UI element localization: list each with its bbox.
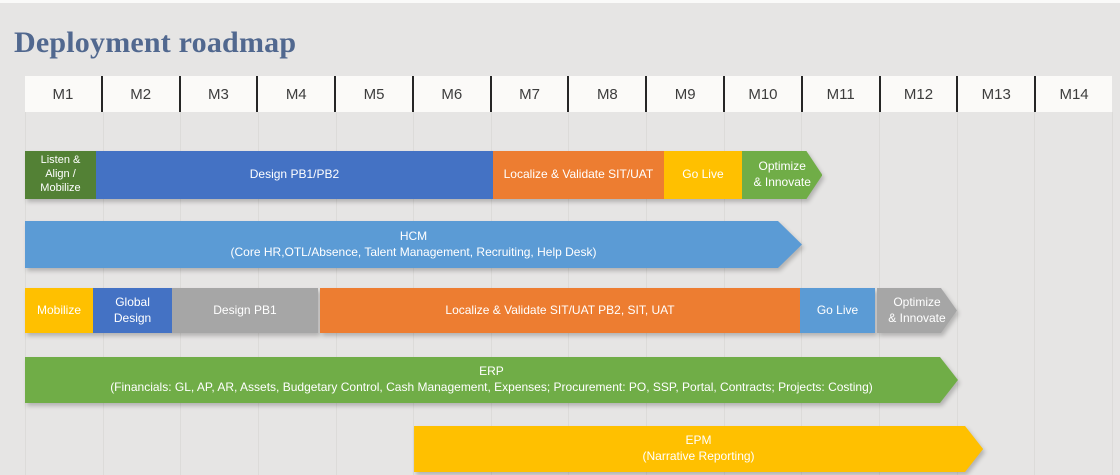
segment-design-pb1: Design PB1 bbox=[171, 288, 318, 333]
segment-localize-validate-pb2: Localize & Validate SIT/UAT PB2, SIT, UA… bbox=[320, 288, 801, 333]
roadmap-row-erp-phases: Mobilize Global Design Design PB1 Locali… bbox=[25, 288, 1112, 333]
roadmap-row-erp-scope: ERP (Financials: GL, AP, AR, Assets, Bud… bbox=[25, 357, 1112, 403]
gridline-cell bbox=[958, 112, 1036, 475]
segment-optimize-innovate: Optimize & Innovate bbox=[742, 151, 822, 199]
month-label-m2: M2 bbox=[103, 76, 181, 112]
month-label-m7: M7 bbox=[492, 76, 570, 112]
month-label-m11: M11 bbox=[803, 76, 881, 112]
segment-label: Design PB1/PB2 bbox=[249, 167, 340, 182]
segment-erp-scope: ERP (Financials: GL, AP, AR, Assets, Bud… bbox=[25, 357, 958, 403]
segment-global-design: Global Design bbox=[93, 288, 173, 333]
month-label-m12: M12 bbox=[881, 76, 959, 112]
gridline-cell bbox=[1035, 112, 1113, 475]
segment-label: Localize & Validate SIT/UAT bbox=[503, 167, 654, 182]
segment-epm-scope: EPM (Narrative Reporting) bbox=[414, 426, 983, 472]
segment-go-live-erp: Go Live bbox=[800, 288, 876, 333]
gridline-cell bbox=[880, 112, 958, 475]
segment-label: Localize & Validate SIT/UAT PB2, SIT, UA… bbox=[445, 302, 675, 317]
month-label-m3: M3 bbox=[181, 76, 259, 112]
segment-label: Go Live bbox=[816, 302, 859, 317]
segment-design-pb1-pb2: Design PB1/PB2 bbox=[95, 151, 493, 199]
segment-label: EPM (Narrative Reporting) bbox=[642, 433, 755, 463]
segment-hcm-scope: HCM (Core HR,OTL/Absence, Talent Managem… bbox=[25, 221, 802, 268]
page-title: Deployment roadmap bbox=[14, 26, 297, 60]
month-label-m5: M5 bbox=[336, 76, 414, 112]
month-label-m8: M8 bbox=[569, 76, 648, 112]
segment-listen-align-mobilize: Listen & Align / Mobilize bbox=[25, 151, 96, 199]
timeline-month-header: M1 M2 M3 M4 M5 M6 M7 M8 M9 M10 M11 M12 M… bbox=[25, 76, 1112, 112]
segment-localize-validate-sit-uat: Localize & Validate SIT/UAT bbox=[492, 151, 664, 199]
segment-label: Design PB1 bbox=[213, 302, 277, 317]
month-label-m4: M4 bbox=[258, 76, 337, 112]
roadmap-row-hcm-phases: Listen & Align / Mobilize Design PB1/PB2… bbox=[25, 151, 1112, 199]
month-label-m6: M6 bbox=[414, 76, 492, 112]
segment-label: HCM (Core HR,OTL/Absence, Talent Managem… bbox=[230, 228, 597, 259]
segment-label: Optimize & Innovate bbox=[753, 159, 811, 189]
top-edge-strip bbox=[0, 0, 1120, 3]
segment-mobilize: Mobilize bbox=[25, 288, 94, 333]
segment-label: ERP (Financials: GL, AP, AR, Assets, Bud… bbox=[110, 364, 873, 394]
segment-label: Optimize & Innovate bbox=[888, 294, 946, 325]
segment-label: Go Live bbox=[682, 167, 724, 182]
segment-label: Mobilize bbox=[37, 302, 82, 317]
month-label-m10: M10 bbox=[725, 76, 803, 112]
roadmap-row-hcm-scope: HCM (Core HR,OTL/Absence, Talent Managem… bbox=[25, 221, 1112, 268]
segment-go-live: Go Live bbox=[663, 151, 742, 199]
roadmap-row-epm-scope: EPM (Narrative Reporting) bbox=[25, 426, 1112, 472]
segment-optimize-innovate-erp: Optimize & Innovate bbox=[877, 288, 957, 333]
month-label-m14: M14 bbox=[1059, 85, 1089, 103]
month-label-m9: M9 bbox=[647, 76, 726, 112]
segment-label: Listen & Align / Mobilize bbox=[40, 154, 81, 194]
month-label-m13: M13 bbox=[958, 76, 1037, 112]
month-label-m1: M1 bbox=[25, 76, 103, 112]
segment-label: Global Design bbox=[113, 294, 152, 325]
